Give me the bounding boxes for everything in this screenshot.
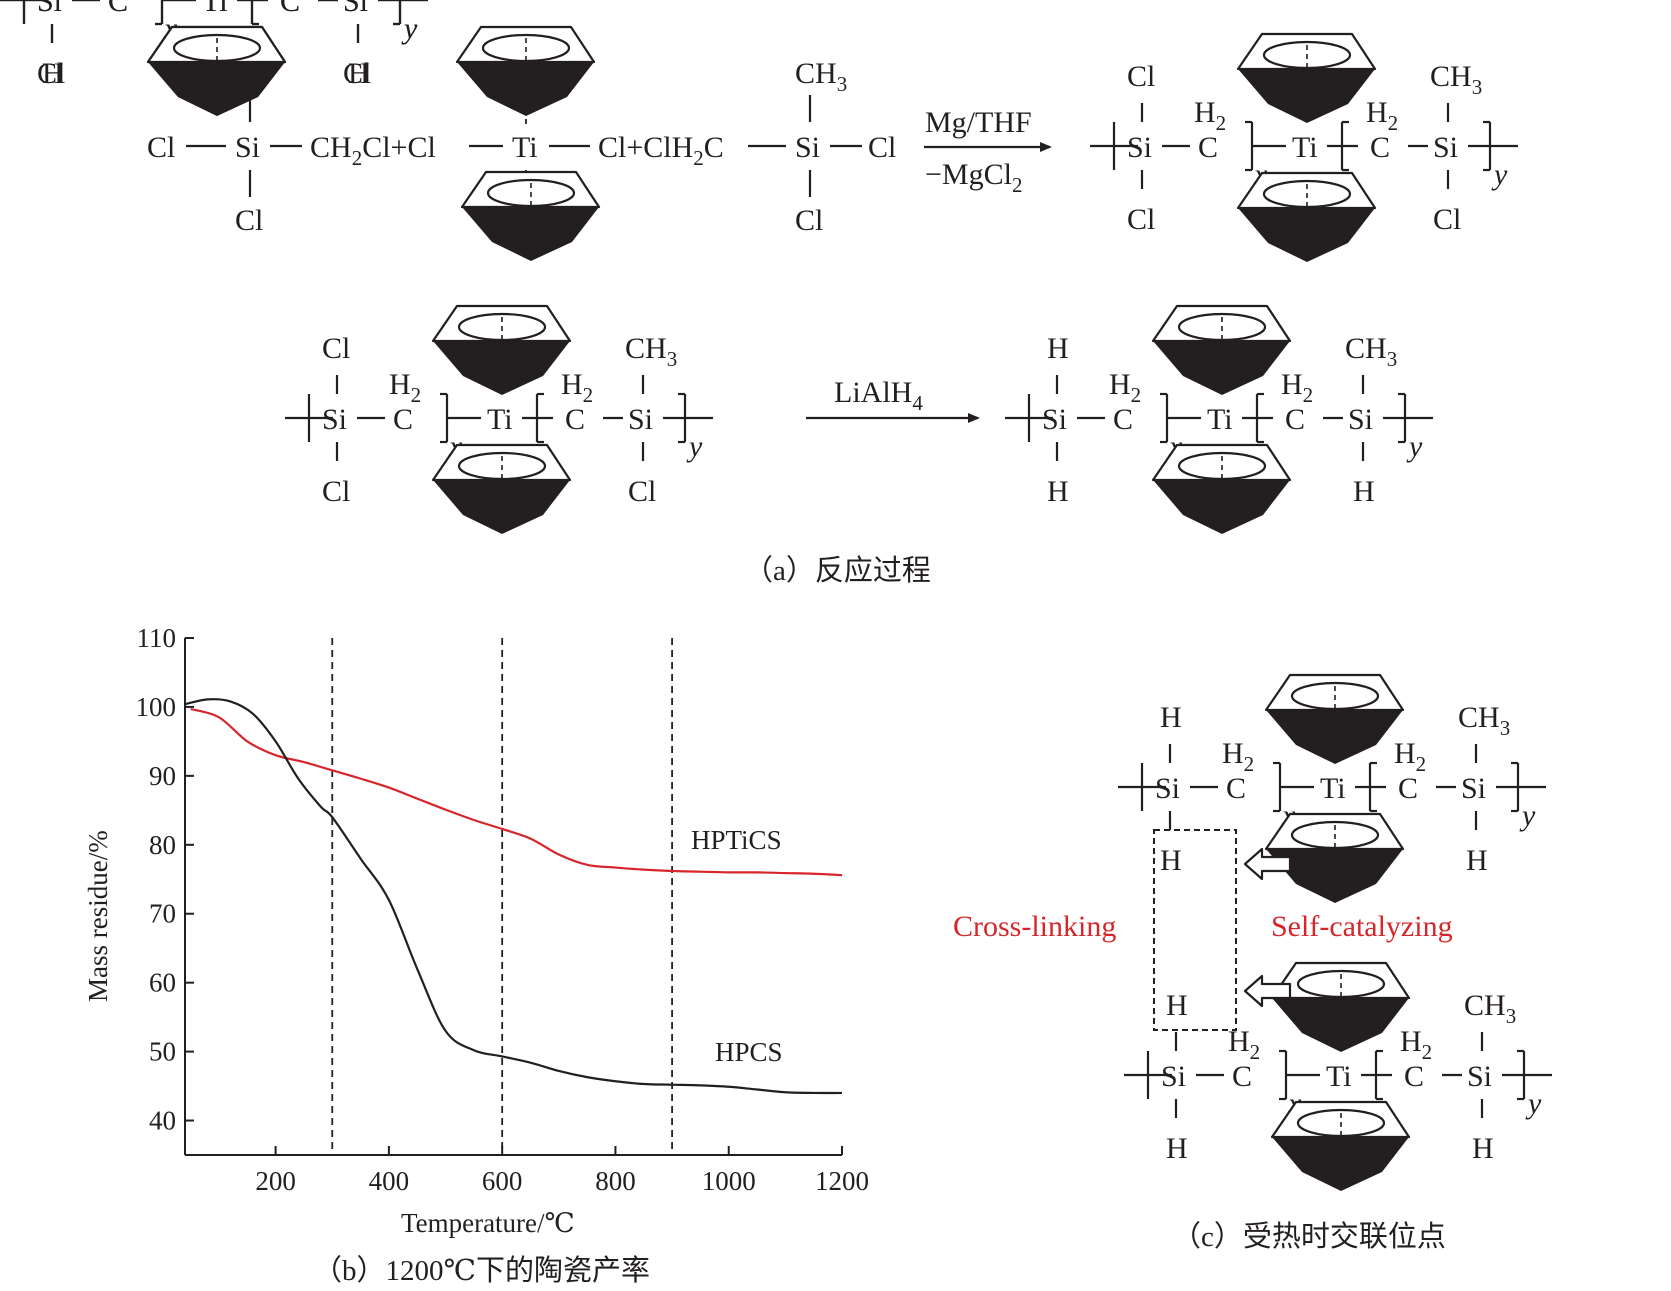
x-tick-label-1200: 1200 (815, 1166, 869, 1196)
self-catalysis-arrow-lower (1243, 974, 1292, 1008)
y-tick-label-50: 50 (149, 1037, 176, 1067)
x-tick-label-600: 600 (482, 1166, 523, 1196)
caption-a: （a）反应过程 (744, 554, 931, 587)
polymer-hydrogenated: Si H H H2 C x Ti H2 C Si CH3 H y (0, 0, 428, 118)
r2-ch3: CH3 (795, 57, 847, 96)
r2-head: Cl+ClH2C (598, 131, 724, 170)
series-label-hpcs: HPCS (715, 1037, 783, 1067)
tga-chart: 40 50 60 70 80 90 100 110 200 400 600 800 1000 1200 H… (83, 623, 869, 1238)
series-line-hptics (190, 707, 843, 877)
r1-tail: CH2Cl+Cl (310, 131, 436, 170)
svg-text:Cl: Cl (37, 57, 65, 90)
self-catalyzing-label: Self-catalyzing (1271, 910, 1453, 943)
crosslink-lower-chain (1124, 963, 1552, 1191)
reagent-mgcl2: −MgCl2 (925, 158, 1022, 197)
x-tick-label-800: 800 (595, 1166, 636, 1196)
x-tick-label-400: 400 (369, 1166, 410, 1196)
self-catalysis-arrow-upper (1243, 847, 1292, 881)
reagent-lialh4: LiAlH4 (834, 376, 923, 415)
svg-text:H: H (42, 57, 64, 90)
y-tick-label-90: 90 (149, 761, 176, 791)
y-tick-label-80: 80 (149, 830, 176, 860)
crosslink-site-box (1153, 829, 1237, 1031)
svg-text:C: C (108, 0, 128, 18)
svg-text:Si: Si (37, 0, 62, 18)
svg-text:Ti: Ti (202, 0, 228, 18)
polymer-hydrogenated-row2 (1005, 306, 1433, 534)
y-tick-label-60: 60 (149, 968, 176, 998)
r1-cl-left: Cl (147, 131, 175, 164)
r1-cl-bottom: Cl (235, 204, 263, 237)
polymer-product-top (1090, 34, 1518, 262)
caption-b: （b）1200℃下的陶瓷产率 (313, 1254, 650, 1287)
caption-c: （c）受热时交联位点 (1172, 1220, 1446, 1253)
svg-text:Cl: Cl (343, 57, 371, 90)
r2-cl-right: Cl (868, 131, 896, 164)
series-label-hptics: HPTiCS (691, 825, 782, 855)
y-tick-label-70: 70 (149, 899, 176, 929)
cp-ring-top (455, 25, 596, 118)
svg-text:Ti: Ti (202, 0, 228, 18)
y-tick-label-100: 100 (136, 692, 177, 722)
svg-text:y: y (401, 12, 418, 45)
cross-linking-label: Cross-linking (953, 910, 1116, 943)
svg-text:C: C (280, 0, 300, 18)
svg-text:H: H (348, 57, 370, 90)
reagent-mg-thf: Mg/THF (925, 106, 1032, 139)
r1-si: Si (235, 131, 260, 164)
r2-si: Si (795, 131, 820, 164)
y-tick-label-40: 40 (149, 1106, 176, 1136)
svg-text:Si: Si (37, 0, 62, 18)
ti-center: Ti (512, 131, 538, 164)
x-axis-label: Temperature/℃ (401, 1208, 575, 1238)
crosslink-upper-chain (1118, 675, 1546, 903)
cp-ring-bottom (460, 170, 601, 263)
x-tick-label-200: 200 (255, 1166, 296, 1196)
scheme-1: Cl Cl Si CH2Cl+Cl Cl Ti Cl+ClH2C CH3 Si … (147, 25, 1052, 263)
series-line-hpcs (184, 698, 843, 1095)
svg-text:Si: Si (343, 0, 368, 18)
y-axis-label: Mass residue/% (83, 830, 113, 1002)
polymer-reactant-row2 (285, 306, 713, 534)
y-tick-label-110: 110 (137, 623, 177, 653)
x-tick-label-1000: 1000 (702, 1166, 756, 1196)
r2-cl-bottom: Cl (795, 204, 823, 237)
svg-text:Si: Si (343, 0, 368, 18)
svg-text:y: y (401, 12, 418, 45)
svg-text:C: C (280, 0, 300, 18)
svg-text:C: C (108, 0, 128, 18)
